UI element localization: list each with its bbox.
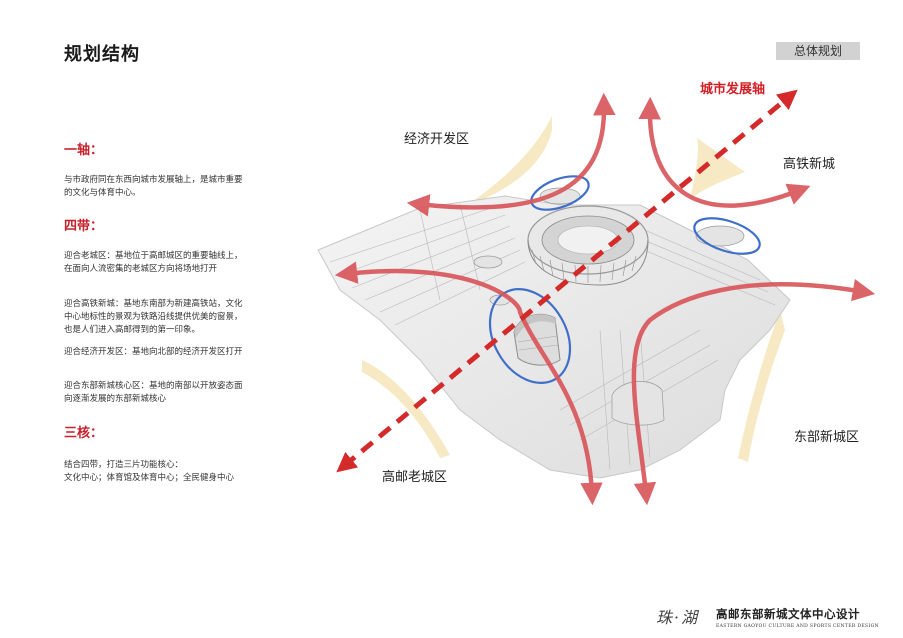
city-development-axis <box>336 89 798 473</box>
planning-structure-diagram <box>317 89 876 506</box>
paragraph-one-axis: 与市政府同在东西向城市发展轴上，是城市重要的文化与体育中心。 <box>64 175 243 198</box>
paragraph-band-east-new-city: 迎合东部新城核心区：基地的南部以开放姿态面向逐渐发展的东部新城核心 <box>64 381 243 404</box>
zone-label-east-new-city: 东部新城区 <box>794 430 860 445</box>
paragraph-band-rail-city: 迎合高铁新城：基地东南部为新建高铁站，文化中心地标性的景观为铁路沿线提供优美的窗… <box>64 299 243 335</box>
heading-one-axis: 一轴： <box>64 143 104 158</box>
axis-label: 城市发展轴 <box>700 82 766 97</box>
paragraph-band-economic-zone: 迎合经济开发区：基地向北部的经济开发区打开 <box>64 347 243 357</box>
heading-four-bands: 四带： <box>64 219 104 234</box>
heading-three-cores: 三核： <box>64 426 104 441</box>
paragraph-band-old-city: 迎合老城区：基地位于高邮城区的重要轴线上，在面向人流密集的老城区方向将场地打开 <box>64 251 243 274</box>
footer-title: 高邮东部新城文体中心设计 <box>716 607 860 621</box>
footer-subtitle: EASTERN GAOYOU CULTURE AND SPORTS CENTER… <box>716 624 879 629</box>
zone-label-economic: 经济开发区 <box>404 132 470 147</box>
zone-label-old-city: 高邮老城区 <box>382 470 448 485</box>
paragraph-three-cores: 结合四带，打造三片功能核心： <box>64 460 184 470</box>
paragraph-three-cores-list: 文化中心；体育馆及体育中心；全民健身中心 <box>64 473 235 483</box>
page-title: 规划结构 <box>64 44 140 65</box>
section-tag: 总体规划 <box>776 42 860 60</box>
band-north-east <box>638 96 811 208</box>
zone-label-rail-city: 高铁新城 <box>783 157 836 172</box>
footer-logo: 珠·湖 <box>656 608 700 627</box>
